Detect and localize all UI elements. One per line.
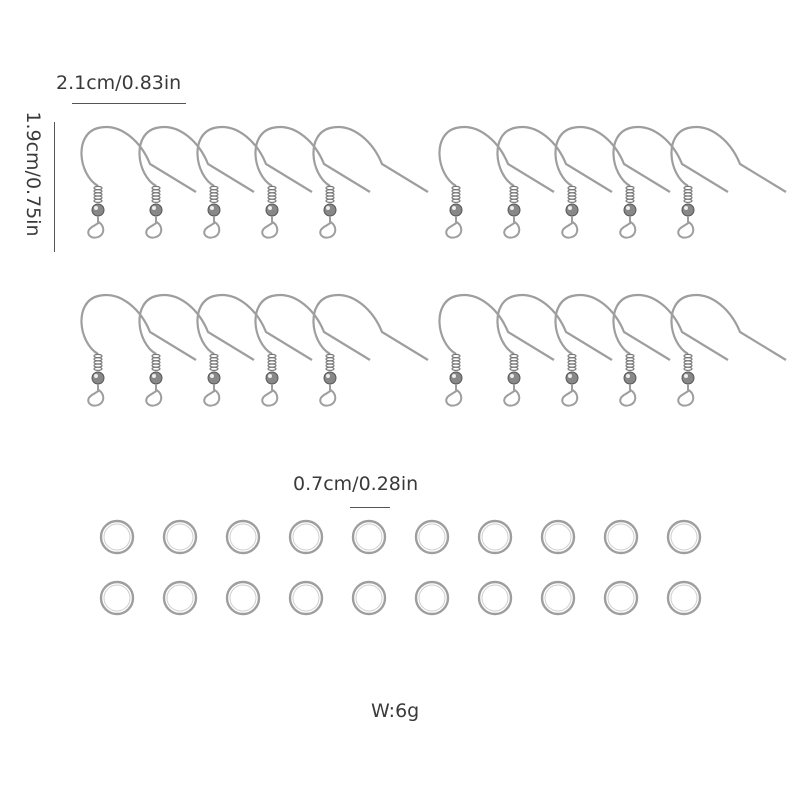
- jump-ring-inner-edge: [229, 523, 257, 551]
- earring-hook: [670, 293, 787, 407]
- hook-width-label: 2.1cm/0.83in: [56, 72, 182, 94]
- earring-hook: [80, 293, 197, 407]
- earring-hook: [312, 293, 429, 407]
- earring-hook: [196, 293, 313, 407]
- jump-ring: [666, 580, 702, 616]
- ring-diameter-label: 0.7cm/0.28in: [293, 473, 419, 495]
- jump-ring-inner-edge: [544, 584, 572, 612]
- jump-ring-inner-edge: [103, 584, 131, 612]
- earring-hook: [138, 125, 255, 239]
- earring-hook: [496, 125, 613, 239]
- jump-ring-inner-edge: [670, 584, 698, 612]
- jump-rings-group: [99, 519, 702, 616]
- earring-hook: [438, 293, 555, 407]
- ring-diameter-rule: [350, 507, 390, 508]
- earring-hook: [254, 125, 371, 239]
- earring-hook: [80, 125, 197, 239]
- jump-ring-inner-edge: [544, 523, 572, 551]
- jump-ring-inner-edge: [103, 523, 131, 551]
- jump-ring-inner-edge: [418, 523, 446, 551]
- jump-ring: [162, 519, 198, 555]
- jump-ring: [477, 519, 513, 555]
- jump-ring-inner-edge: [292, 523, 320, 551]
- jump-ring-inner-edge: [355, 523, 383, 551]
- jump-ring-inner-edge: [670, 523, 698, 551]
- jump-ring-inner-edge: [166, 584, 194, 612]
- jump-ring: [666, 519, 702, 555]
- jump-ring: [162, 580, 198, 616]
- earring-hook: [138, 293, 255, 407]
- jump-ring: [477, 580, 513, 616]
- hook-height-rule: [54, 122, 55, 252]
- jump-ring-inner-edge: [418, 584, 446, 612]
- jump-ring: [99, 519, 135, 555]
- jump-ring: [603, 519, 639, 555]
- jump-ring-inner-edge: [481, 523, 509, 551]
- jump-ring-inner-edge: [607, 523, 635, 551]
- earring-hook: [496, 293, 613, 407]
- earring-hook: [438, 125, 555, 239]
- weight-label: W:6g: [371, 700, 420, 722]
- earring-hook: [254, 293, 371, 407]
- earring-hook: [554, 125, 671, 239]
- jump-ring: [225, 580, 261, 616]
- earring-hooks-group: [80, 125, 787, 407]
- jump-ring-inner-edge: [355, 584, 383, 612]
- earring-hook: [312, 125, 429, 239]
- jump-ring: [288, 519, 324, 555]
- jump-ring: [351, 580, 387, 616]
- jump-ring: [225, 519, 261, 555]
- earring-hook: [612, 293, 729, 407]
- jump-ring-inner-edge: [292, 584, 320, 612]
- jump-ring: [414, 519, 450, 555]
- jump-ring-inner-edge: [607, 584, 635, 612]
- earring-hook: [612, 125, 729, 239]
- jump-ring: [603, 580, 639, 616]
- earring-hook: [196, 125, 313, 239]
- jump-ring: [540, 580, 576, 616]
- jump-ring: [351, 519, 387, 555]
- jump-ring: [540, 519, 576, 555]
- jump-ring: [99, 580, 135, 616]
- jump-ring: [414, 580, 450, 616]
- jump-ring-inner-edge: [229, 584, 257, 612]
- hook-width-rule: [72, 103, 186, 104]
- jump-ring-inner-edge: [481, 584, 509, 612]
- jump-ring-inner-edge: [166, 523, 194, 551]
- earring-hook: [670, 125, 787, 239]
- jump-ring: [288, 580, 324, 616]
- earring-hook: [554, 293, 671, 407]
